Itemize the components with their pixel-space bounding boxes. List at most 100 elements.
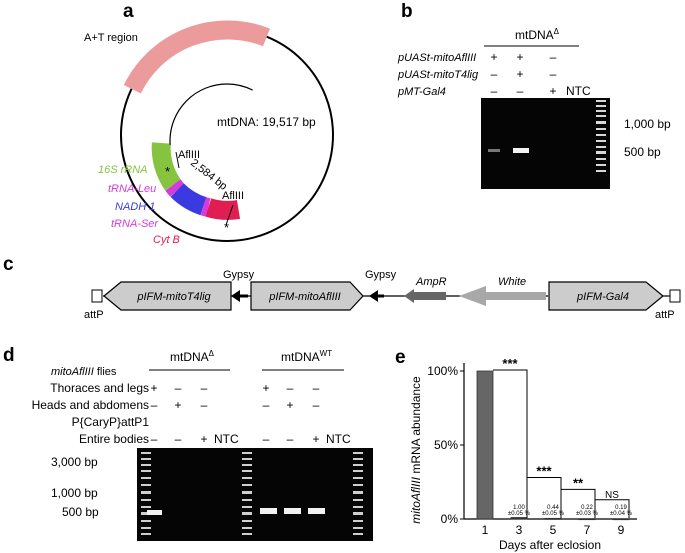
panel-b-mark: – (550, 50, 557, 64)
gel-b (481, 98, 610, 189)
gypsy2-arrow-icon (369, 290, 378, 302)
ladder-band (353, 452, 363, 454)
gene-trna-ser-arc (203, 206, 208, 207)
panel-b-label: b (401, 1, 413, 22)
ladder-band (242, 499, 252, 501)
panel-d-marker-500: 500 bp (62, 505, 99, 519)
ladder-band (596, 110, 606, 112)
chart-e-xtick-label: 1 (482, 523, 489, 537)
panel-b-mark: – (491, 84, 498, 98)
ladder-band (242, 452, 252, 454)
panel-d-mark: – (263, 398, 270, 412)
panel-b-marker-500: 500 bp (624, 145, 661, 159)
ladder-band (353, 512, 363, 515)
ladder-band (353, 499, 363, 501)
panel-d-mark: + (200, 432, 207, 446)
panel-d-row-4-label: Entire bodies (79, 432, 149, 446)
panel-b-mark: + (549, 84, 556, 98)
chart-e-bar (613, 519, 629, 520)
ladder-band (242, 506, 252, 508)
panel-b-header: mtDNAΔ (515, 27, 560, 42)
panel-d-label: d (3, 345, 15, 366)
ladder-band (141, 458, 151, 460)
panel-d-ntc-1: NTC (214, 432, 239, 446)
ladder-band (141, 499, 151, 501)
attp-left-label: attP (84, 309, 104, 321)
chart-e-xtick-label: 5 (550, 523, 557, 537)
ladder-band (242, 464, 252, 466)
genome-size: mtDNA: 19,517 bp (217, 115, 316, 129)
chart-e-bar (545, 518, 561, 519)
panel-d-flies: mitoAflIII flies (51, 366, 117, 378)
panel-b-mark: – (491, 67, 498, 81)
gypsy1-label: Gypsy (223, 269, 255, 281)
ladder-band (141, 452, 151, 454)
chart-e-xtick-label: 7 (584, 523, 591, 537)
ladder-band (596, 105, 606, 107)
panel-b-row-1-label: pUASt-mitoAflIII (397, 52, 476, 64)
ladder-band (596, 151, 606, 154)
sample-band (260, 508, 277, 514)
site2-star: * (224, 220, 229, 235)
panel-d-mark: – (175, 432, 182, 446)
panel-d-mark: – (313, 398, 320, 412)
ladder-band (596, 164, 606, 166)
ladder-band (353, 491, 363, 494)
chart-e-ylabel: mitoAflIII mRNA abundance (409, 376, 423, 524)
panel-d-mark: + (286, 398, 293, 412)
panel-d-mark: + (312, 432, 319, 446)
chart-e-significance: *** (502, 356, 518, 371)
ladder-band (242, 484, 252, 486)
chart-e-bar (477, 371, 493, 519)
panel-d-group-2: mtDNAWT (281, 349, 332, 364)
chart-e-significance: ** (573, 475, 584, 490)
ladder-band (596, 100, 606, 102)
panel-d-mark: – (313, 381, 320, 395)
panel-b-marker-1000: 1,000 bp (624, 117, 671, 131)
panel-b-marks: + + – – + – – – + (490, 50, 556, 98)
panel-e-label: e (395, 347, 406, 368)
panel-d-mark: + (262, 381, 269, 395)
at-region-arc (132, 30, 266, 89)
ladder-band (353, 506, 363, 508)
panel-d-marker-3000: 3,000 bp (51, 455, 98, 469)
white-label: White (498, 276, 526, 288)
panel-d-row-1-label: Thoraces and legs (50, 381, 149, 395)
gypsy2-label: Gypsy (365, 269, 397, 281)
chart-e-xlabel: Days after eclosion (499, 538, 601, 552)
panel-d-row-2-label: Heads and abdomens (32, 398, 149, 412)
ladder-band (141, 506, 151, 508)
panel-d-mark: – (287, 381, 294, 395)
ladder-band (596, 121, 606, 124)
gene-trna-ser-label: tRNA-Ser (111, 218, 159, 230)
gene-trna-leu-arc (173, 185, 177, 190)
gel-b-band-faint (488, 149, 500, 152)
ladder-band (353, 470, 363, 472)
panel-b-mark: – (517, 84, 524, 98)
panel-d-mark: – (151, 432, 158, 446)
gypsy1-arrow-icon (231, 290, 240, 302)
ladder-band (596, 140, 606, 142)
ladder-band (353, 527, 363, 529)
chart-e-ytick-label: 0% (441, 512, 459, 526)
ladder-band (596, 128, 606, 130)
chart-e: mitoAflIII mRNA abundance Days after ecl… (409, 356, 637, 552)
panel-b-row-2-label: pUASt-mitoT4lig (397, 69, 479, 81)
gene-cytb-arc (208, 208, 238, 211)
panel-d-group-1: mtDNAΔ (170, 349, 215, 364)
mitoafliii-label: pIFM-mitoAflIII (268, 291, 341, 303)
chart-e-significance: *** (536, 464, 552, 479)
ladder-band (141, 477, 151, 479)
chart-e-bar (511, 518, 527, 519)
mitot4lig-label: pIFM-mitoT4lig (136, 291, 211, 303)
panel-b-mark: – (550, 67, 557, 81)
ladder-band (596, 170, 606, 172)
at-region-label: A+T region (84, 32, 138, 44)
chart-e-xtick-label: 3 (516, 523, 523, 537)
panel-d-mark: – (201, 381, 208, 395)
gene-trna-leu-label: tRNA-Leu (108, 183, 156, 195)
ladder-band (242, 458, 252, 460)
panel-a-label: a (123, 1, 134, 22)
attp-right-box (670, 290, 680, 302)
ampr-arrow (404, 289, 446, 303)
